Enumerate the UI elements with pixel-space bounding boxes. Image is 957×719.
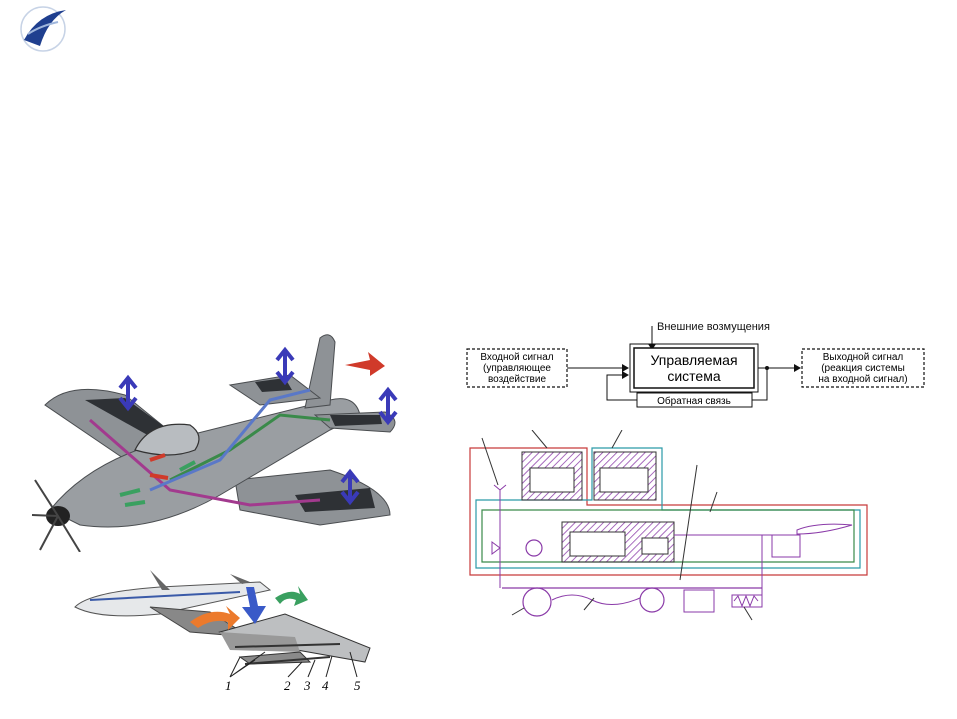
flap-label-4: 4	[322, 678, 329, 693]
controlled-system-label-2: система	[667, 368, 720, 384]
input-signal-detail: (управляющее	[483, 363, 551, 374]
control-system-block-diagram: Внешние возмущения Входной сигнал (управ…	[462, 315, 927, 410]
flap-label-3: 3	[303, 678, 311, 693]
airliner-flap-mechanism-illustration: 1 2 3 4 5	[70, 552, 375, 719]
output-signal-label: Выходной сигнал	[823, 352, 904, 363]
input-signal-label: Входной сигнал	[480, 352, 553, 363]
aircraft-control-surfaces-illustration	[30, 320, 405, 555]
output-signal-detail-2: на входной сигнал)	[818, 374, 907, 385]
flap-label-2: 2	[284, 678, 291, 693]
flap-label-1: 1	[225, 678, 232, 693]
flap-label-5: 5	[354, 678, 361, 693]
control-circuit-schematic	[462, 430, 872, 630]
output-signal-detail: (реакция системы	[821, 363, 905, 374]
input-signal-detail-2: воздействие	[488, 374, 546, 385]
controlled-system-label: Управляемая	[650, 352, 737, 368]
logo-icon	[20, 6, 66, 52]
external-disturbances-label: Внешние возмущения	[657, 321, 770, 333]
feedback-label: Обратная связь	[657, 395, 731, 407]
